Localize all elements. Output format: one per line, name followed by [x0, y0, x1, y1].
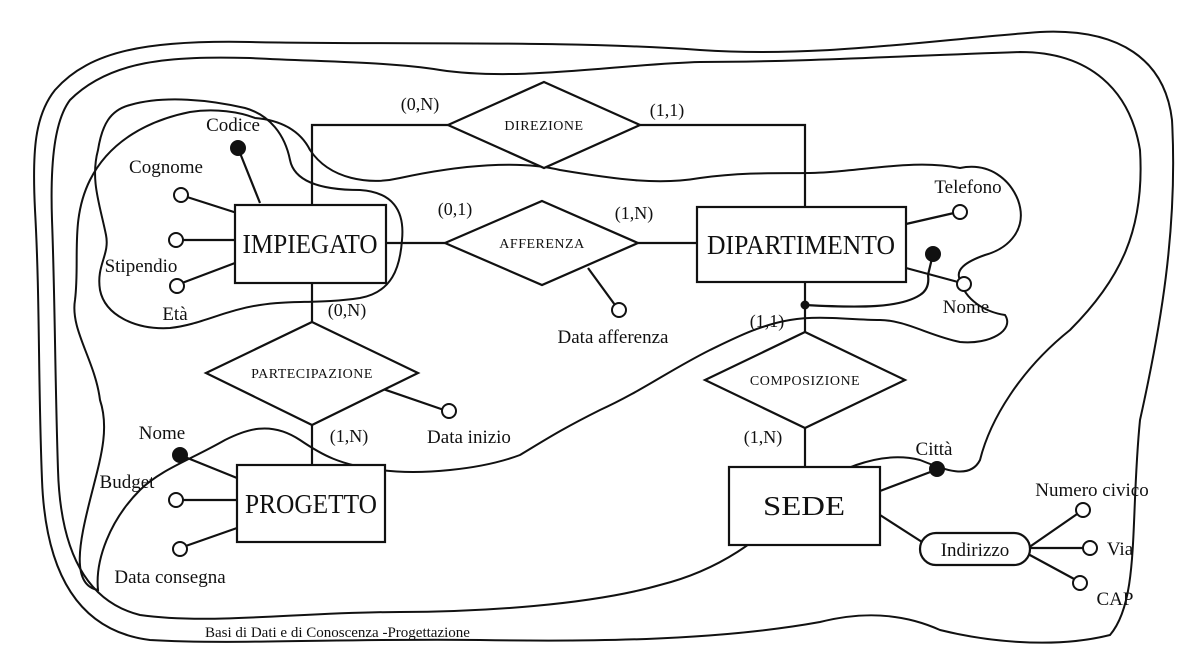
attr-data-consegna: Data consegna: [114, 567, 226, 588]
partecipazione-label: PARTECIPAZIONE: [251, 367, 373, 382]
attr-budget: Budget: [100, 472, 156, 493]
attribute-markers: [168, 140, 1098, 591]
attr-progetto-nome: Nome: [139, 423, 185, 444]
afferenza-label: AFFERENZA: [499, 237, 585, 252]
citta-key-icon: [929, 461, 945, 477]
telefono-attribute-icon: [952, 204, 968, 220]
data-afferenza-attribute-icon: [611, 302, 627, 318]
codice-key-icon: [230, 140, 246, 156]
stipendio-attribute-icon: [168, 232, 184, 248]
connection-lines: [178, 123, 1085, 581]
composite-id-junction-icon: [800, 300, 810, 310]
card-partecipazione-impiegato: (0,N): [328, 300, 367, 321]
relationship-afferenza: [442, 199, 641, 287]
card-afferenza-dipartimento: (1,N): [615, 203, 654, 224]
attr-via: Via: [1107, 539, 1134, 560]
progetto-label: PROGETTO: [245, 489, 377, 519]
budget-attribute-icon: [168, 492, 184, 508]
attr-cognome: Cognome: [129, 157, 203, 178]
relationship-partecipazione: [203, 320, 421, 427]
attr-numero-civico: Numero civico: [1035, 480, 1148, 501]
dipartimento-key-icon: [925, 246, 941, 262]
data-inizio-attribute-icon: [441, 403, 457, 419]
dipartimento-nome-attribute-icon: [956, 276, 972, 292]
direzione-label: DIREZIONE: [504, 119, 583, 134]
card-afferenza-impiegato: (0,1): [438, 199, 473, 220]
attr-eta: Età: [162, 304, 188, 325]
attr-telefono: Telefono: [934, 177, 1001, 198]
dipartimento-label: DIPARTIMENTO: [707, 230, 895, 260]
card-direzione-dipartimento: (1,1): [650, 100, 685, 121]
card-composizione-sede: (1,N): [744, 427, 783, 448]
progetto-key-icon: [172, 447, 188, 463]
data-consegna-attribute-icon: [172, 541, 188, 557]
sede-label: SEDE: [763, 491, 845, 521]
footer-caption: Basi di Dati e di Conoscenza -Progettazi…: [205, 625, 470, 641]
outer-contour: [33, 30, 1175, 644]
card-direzione-impiegato: (0,N): [401, 94, 440, 115]
relationship-direzione: [445, 80, 643, 170]
via-attribute-icon: [1082, 540, 1098, 556]
inner-contour-impiegato: [94, 98, 404, 330]
inner-contour-right: [73, 109, 1022, 592]
entity-progetto: [235, 463, 387, 544]
attr-cap: CAP: [1097, 589, 1134, 610]
attr-stipendio: Stipendio: [105, 256, 178, 277]
card-partecipazione-progetto: (1,N): [330, 426, 369, 447]
attr-citta: Città: [916, 439, 954, 460]
numero-civico-attribute-icon: [1075, 502, 1091, 518]
entity-dipartimento: [695, 205, 908, 284]
cognome-attribute-icon: [173, 187, 189, 203]
entity-impiegato: [233, 203, 388, 285]
entity-sede: [727, 465, 882, 547]
attr-dipartimento-nome: Nome: [943, 297, 989, 318]
impiegato-label: IMPIEGATO: [243, 229, 378, 259]
eta-attribute-icon: [169, 278, 185, 294]
attr-data-afferenza: Data afferenza: [558, 327, 669, 348]
card-composizione-dipartimento: (1,1): [750, 311, 785, 332]
attr-codice: Codice: [206, 115, 260, 136]
indirizzo-label: Indirizzo: [941, 540, 1010, 561]
middle-contour: [50, 50, 1142, 620]
relationship-composizione: [702, 330, 908, 430]
cap-attribute-icon: [1072, 575, 1088, 591]
composizione-label: COMPOSIZIONE: [750, 374, 860, 389]
attr-data-inizio: Data inizio: [427, 427, 511, 448]
attribute-indirizzo-box: [918, 531, 1032, 567]
